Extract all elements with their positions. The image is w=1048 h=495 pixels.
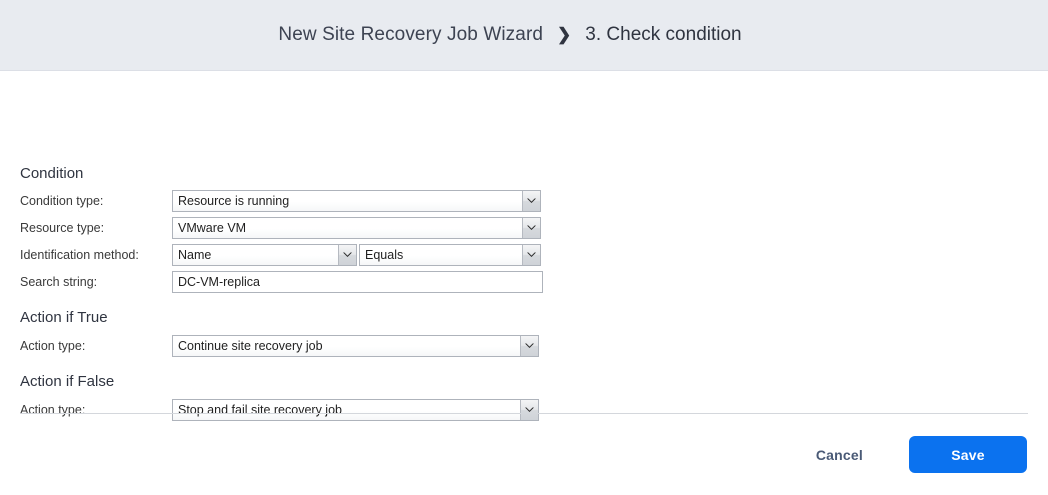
select-action-if-true-type-value: Continue site recovery job — [178, 339, 323, 353]
select-identification-method-value: Name — [178, 248, 212, 262]
section-heading-condition: Condition — [20, 165, 84, 182]
label-action-if-true-type: Action type: — [20, 339, 86, 353]
label-resource-type: Resource type: — [20, 221, 105, 235]
field-row-action-if-true-type: Action type: Continue site recovery job — [20, 335, 539, 357]
select-condition-type[interactable]: Resource is running — [172, 190, 541, 212]
section-heading-action-if-true: Action if True — [20, 309, 108, 326]
select-action-if-true-type[interactable]: Continue site recovery job — [172, 335, 539, 357]
breadcrumb-current-step: 3. Check condition — [585, 24, 742, 45]
chevron-right-icon: ❯ — [557, 24, 572, 44]
field-row-identification-method: Identification method: Name Equals — [20, 244, 541, 266]
label-search-string: Search string: — [20, 275, 98, 289]
field-row-condition-type: Condition type: Resource is running — [20, 190, 541, 212]
wizard-title: New Site Recovery Job Wizard — [278, 24, 544, 45]
select-identification-method[interactable]: Name — [172, 244, 357, 266]
save-button[interactable]: Save — [909, 436, 1027, 473]
label-action-if-false-type: Action type: — [20, 403, 86, 417]
section-heading-action-if-false: Action if False — [20, 373, 115, 390]
search-string-input[interactable] — [172, 271, 543, 293]
select-identification-operator[interactable]: Equals — [359, 244, 541, 266]
select-identification-operator-value: Equals — [365, 248, 404, 262]
chevron-down-icon[interactable] — [522, 218, 540, 238]
breadcrumb: New Site Recovery Job Wizard ❯ 3. Check … — [278, 24, 741, 46]
chevron-down-icon[interactable] — [520, 400, 538, 420]
chevron-down-icon[interactable] — [522, 191, 540, 211]
select-condition-type-value: Resource is running — [178, 194, 290, 208]
label-identification-method: Identification method: — [20, 248, 139, 262]
field-row-search-string: Search string: — [20, 271, 543, 293]
select-action-if-false-type[interactable]: Stop and fail site recovery job — [172, 399, 539, 421]
chevron-down-icon[interactable] — [522, 245, 540, 265]
field-row-action-if-false-type: Action type: Stop and fail site recovery… — [20, 399, 539, 421]
select-resource-type-value: VMware VM — [178, 221, 247, 235]
field-row-resource-type: Resource type: VMware VM — [20, 217, 541, 239]
chevron-down-icon[interactable] — [520, 336, 538, 356]
label-condition-type: Condition type: — [20, 194, 104, 208]
footer-divider — [20, 413, 1028, 414]
footer-actions: Cancel Save — [816, 436, 1027, 473]
select-action-if-false-type-value: Stop and fail site recovery job — [178, 403, 342, 417]
select-resource-type[interactable]: VMware VM — [172, 217, 541, 239]
wizard-header: New Site Recovery Job Wizard ❯ 3. Check … — [0, 0, 1048, 71]
cancel-button[interactable]: Cancel — [815, 446, 863, 463]
chevron-down-icon[interactable] — [338, 245, 356, 265]
